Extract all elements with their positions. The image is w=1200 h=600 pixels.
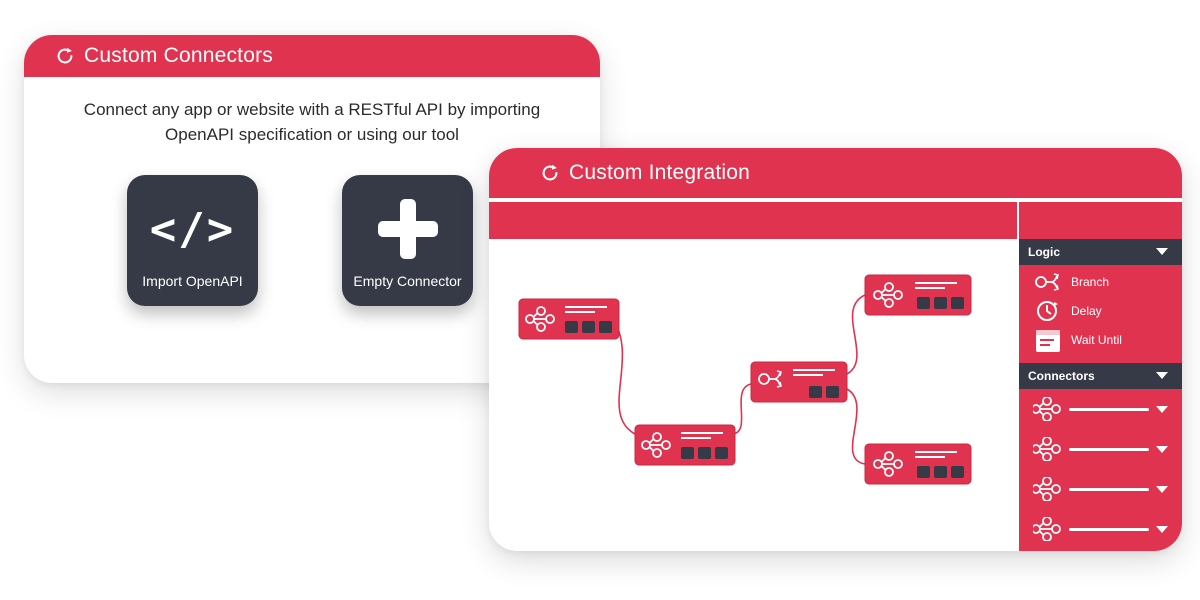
sidebar-connector-item[interactable] [1019, 389, 1182, 429]
custom-connectors-title: Custom Connectors [84, 44, 273, 67]
share-icon [1033, 397, 1061, 421]
custom-integration-card: Custom Integration [489, 148, 1182, 551]
sidebar-item-label: Branch [1071, 274, 1110, 289]
workflow-link [730, 383, 752, 435]
code-glyph: </> [149, 203, 236, 255]
workflow-node [518, 298, 620, 340]
workflow-link [846, 294, 866, 375]
connector-placeholder-line [1069, 407, 1149, 411]
custom-integration-header: Custom Integration [489, 148, 1182, 198]
connectors-header-label: Connectors [1028, 369, 1095, 383]
chevron-down-icon[interactable] [1156, 406, 1168, 413]
sidebar-spacer [1019, 202, 1182, 239]
workflow-node [750, 361, 848, 403]
empty-connector-button[interactable]: Empty Connector [342, 175, 473, 306]
share-icon [1033, 517, 1061, 541]
refresh-icon [57, 47, 73, 64]
connector-placeholder-line [1069, 487, 1149, 491]
description-line-2: OpenAPI specification or using our tool [165, 125, 459, 144]
import-openapi-button[interactable]: </> Import OpenAPI [127, 175, 258, 306]
custom-integration-title: Custom Integration [569, 161, 751, 184]
sidebar-item-label: Delay [1071, 303, 1102, 318]
sidebar-connector-item[interactable] [1019, 469, 1182, 509]
sidebar-connector-item[interactable] [1019, 429, 1182, 469]
share-icon [1033, 437, 1061, 461]
custom-connectors-description: Connect any app or website with a RESTfu… [24, 97, 600, 147]
chevron-down-icon[interactable] [1156, 446, 1168, 453]
workflow-link [846, 388, 866, 465]
integration-sidebar: Logic Branch Delay Wait U [1017, 202, 1182, 551]
refresh-icon [542, 164, 558, 181]
empty-connector-label: Empty Connector [353, 273, 462, 289]
description-line-1: Connect any app or website with a RESTfu… [83, 100, 541, 119]
clock-icon [1037, 300, 1058, 321]
logic-section-header[interactable]: Logic [1019, 239, 1182, 265]
plus-icon [376, 199, 440, 259]
connectors-section-header[interactable]: Connectors [1019, 363, 1182, 389]
workflow-canvas[interactable] [489, 239, 1017, 551]
share-icon [1033, 477, 1061, 501]
import-openapi-label: Import OpenAPI [142, 273, 243, 289]
code-icon: </> [150, 201, 235, 257]
connector-placeholder-line [1069, 447, 1149, 451]
sidebar-item-branch[interactable]: Branch [1019, 267, 1182, 296]
custom-connectors-header: Custom Connectors [24, 35, 600, 77]
sidebar-item-delay[interactable]: Delay [1019, 296, 1182, 325]
chevron-down-icon[interactable] [1156, 486, 1168, 493]
sidebar-connector-item[interactable] [1019, 509, 1182, 549]
calendar-icon [1036, 329, 1060, 352]
workflow-node [634, 424, 736, 466]
sidebar-item-wait-until[interactable]: Wait Until [1019, 325, 1182, 354]
chevron-down-icon[interactable] [1156, 526, 1168, 533]
sidebar-item-label: Wait Until [1071, 332, 1122, 347]
chevron-down-icon[interactable] [1156, 372, 1168, 379]
connector-placeholder-line [1069, 527, 1149, 531]
logic-header-label: Logic [1028, 245, 1060, 259]
branch-icon [1035, 272, 1059, 291]
chevron-down-icon[interactable] [1156, 248, 1168, 255]
workflow-node [864, 274, 972, 316]
workflow-node [864, 443, 972, 485]
